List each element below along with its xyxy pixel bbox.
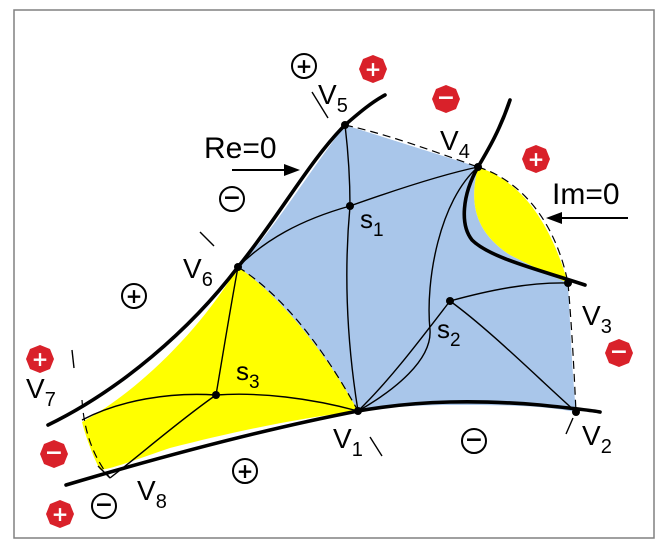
point-s2 <box>446 297 454 305</box>
point-s3 <box>212 391 220 399</box>
tick-marks <box>71 91 574 479</box>
svg-text:+: + <box>296 54 313 78</box>
im-zero-label: Im=0 <box>552 178 620 211</box>
svg-text:−: − <box>95 493 113 518</box>
dashed-arc-v3-v2 <box>567 282 577 413</box>
white-plus-sign-top: + <box>291 53 317 79</box>
dashed-arc-v4-v3 <box>477 166 569 284</box>
label-v8: V8 <box>137 475 167 513</box>
line-s1-v6 <box>237 205 351 268</box>
line-s3-v1 <box>215 393 359 412</box>
line-s2-v1 <box>357 300 451 412</box>
line-s2-v3 <box>449 282 569 302</box>
label-v4: V4 <box>440 125 470 163</box>
label-v3: V3 <box>582 300 612 338</box>
figure-border <box>13 9 655 539</box>
white-minus-sign-bottom-left: − <box>91 493 117 519</box>
point-s1 <box>346 202 354 210</box>
red-plus-sign-bottom-left: + <box>46 500 74 528</box>
white-plus-sign-left: + <box>121 283 147 309</box>
lower-thick-curve <box>64 399 602 487</box>
white-plus-sign-bottom: + <box>232 458 258 484</box>
line-v4-v1 <box>357 166 479 412</box>
dashed-arc-v7-v8 <box>81 399 111 479</box>
vertex-points <box>212 121 580 416</box>
red-plus-sign-left: + <box>26 345 54 373</box>
svg-text:+: + <box>32 347 49 371</box>
white-minus-sign-left-upper: − <box>219 186 245 212</box>
svg-text:−: − <box>610 340 628 365</box>
svg-text:+: + <box>126 284 143 308</box>
label-s2: s2 <box>437 314 461 351</box>
point-v1 <box>354 407 362 415</box>
point-v4 <box>474 163 482 171</box>
label-v6: V6 <box>183 253 213 291</box>
re-zero-curve <box>46 93 387 427</box>
svg-text:+: + <box>52 502 69 526</box>
saddle-labels: s1 s2 s3 <box>236 204 461 393</box>
re-zero-label: Re=0 <box>204 132 277 165</box>
line-v5-s1 <box>344 124 351 207</box>
svg-text:+: + <box>528 147 545 171</box>
label-s3: s3 <box>236 356 260 393</box>
yellow-region-right <box>474 167 568 283</box>
line-s1-v1 <box>346 205 359 412</box>
dashed-arc-v6-v1 <box>237 266 359 412</box>
red-plus-sign-top: + <box>359 55 387 83</box>
vertex-labels: V5 V4 V3 V2 V1 V6 V7 V8 <box>26 79 612 513</box>
label-v2: V2 <box>582 420 612 458</box>
label-s1: s1 <box>360 204 384 241</box>
im-zero-curve <box>462 98 587 287</box>
red-minus-sign-right: − <box>605 339 633 367</box>
red-minus-sign-left: − <box>40 440 68 468</box>
point-v5 <box>341 121 349 129</box>
dashed-arc-v5-v4 <box>344 124 479 168</box>
label-v5: V5 <box>318 79 348 117</box>
svg-text:+: + <box>365 57 382 81</box>
point-v6 <box>234 263 242 271</box>
line-v6-s3 <box>215 266 239 396</box>
svg-text:−: − <box>465 428 483 453</box>
red-minus-sign-top-right: − <box>432 85 460 113</box>
re-zero-annotation: Re=0 <box>204 132 300 176</box>
point-v2 <box>572 408 580 416</box>
svg-text:+: + <box>237 459 254 483</box>
svg-text:−: − <box>437 86 455 111</box>
thick-curves <box>46 93 602 487</box>
point-v3 <box>564 279 572 287</box>
line-s2-v2 <box>449 300 577 413</box>
white-signs: + − + + − − <box>91 53 487 519</box>
line-v7-s3 <box>81 393 217 421</box>
label-v7: V7 <box>26 373 56 411</box>
svg-text:−: − <box>223 186 241 211</box>
im-zero-arrow-head <box>546 212 562 224</box>
interior-lines <box>81 124 577 479</box>
red-plus-sign-right-upper: + <box>522 145 550 173</box>
im-zero-annotation: Im=0 <box>546 178 628 224</box>
label-v1: V1 <box>333 423 363 461</box>
blue-region <box>238 125 576 412</box>
white-minus-sign-bottom-right: − <box>461 428 487 454</box>
line-s1-v4 <box>349 166 479 207</box>
red-signs: + − + − + − + <box>26 55 633 528</box>
svg-text:−: − <box>45 441 63 466</box>
re-zero-arrow-head <box>284 164 300 176</box>
